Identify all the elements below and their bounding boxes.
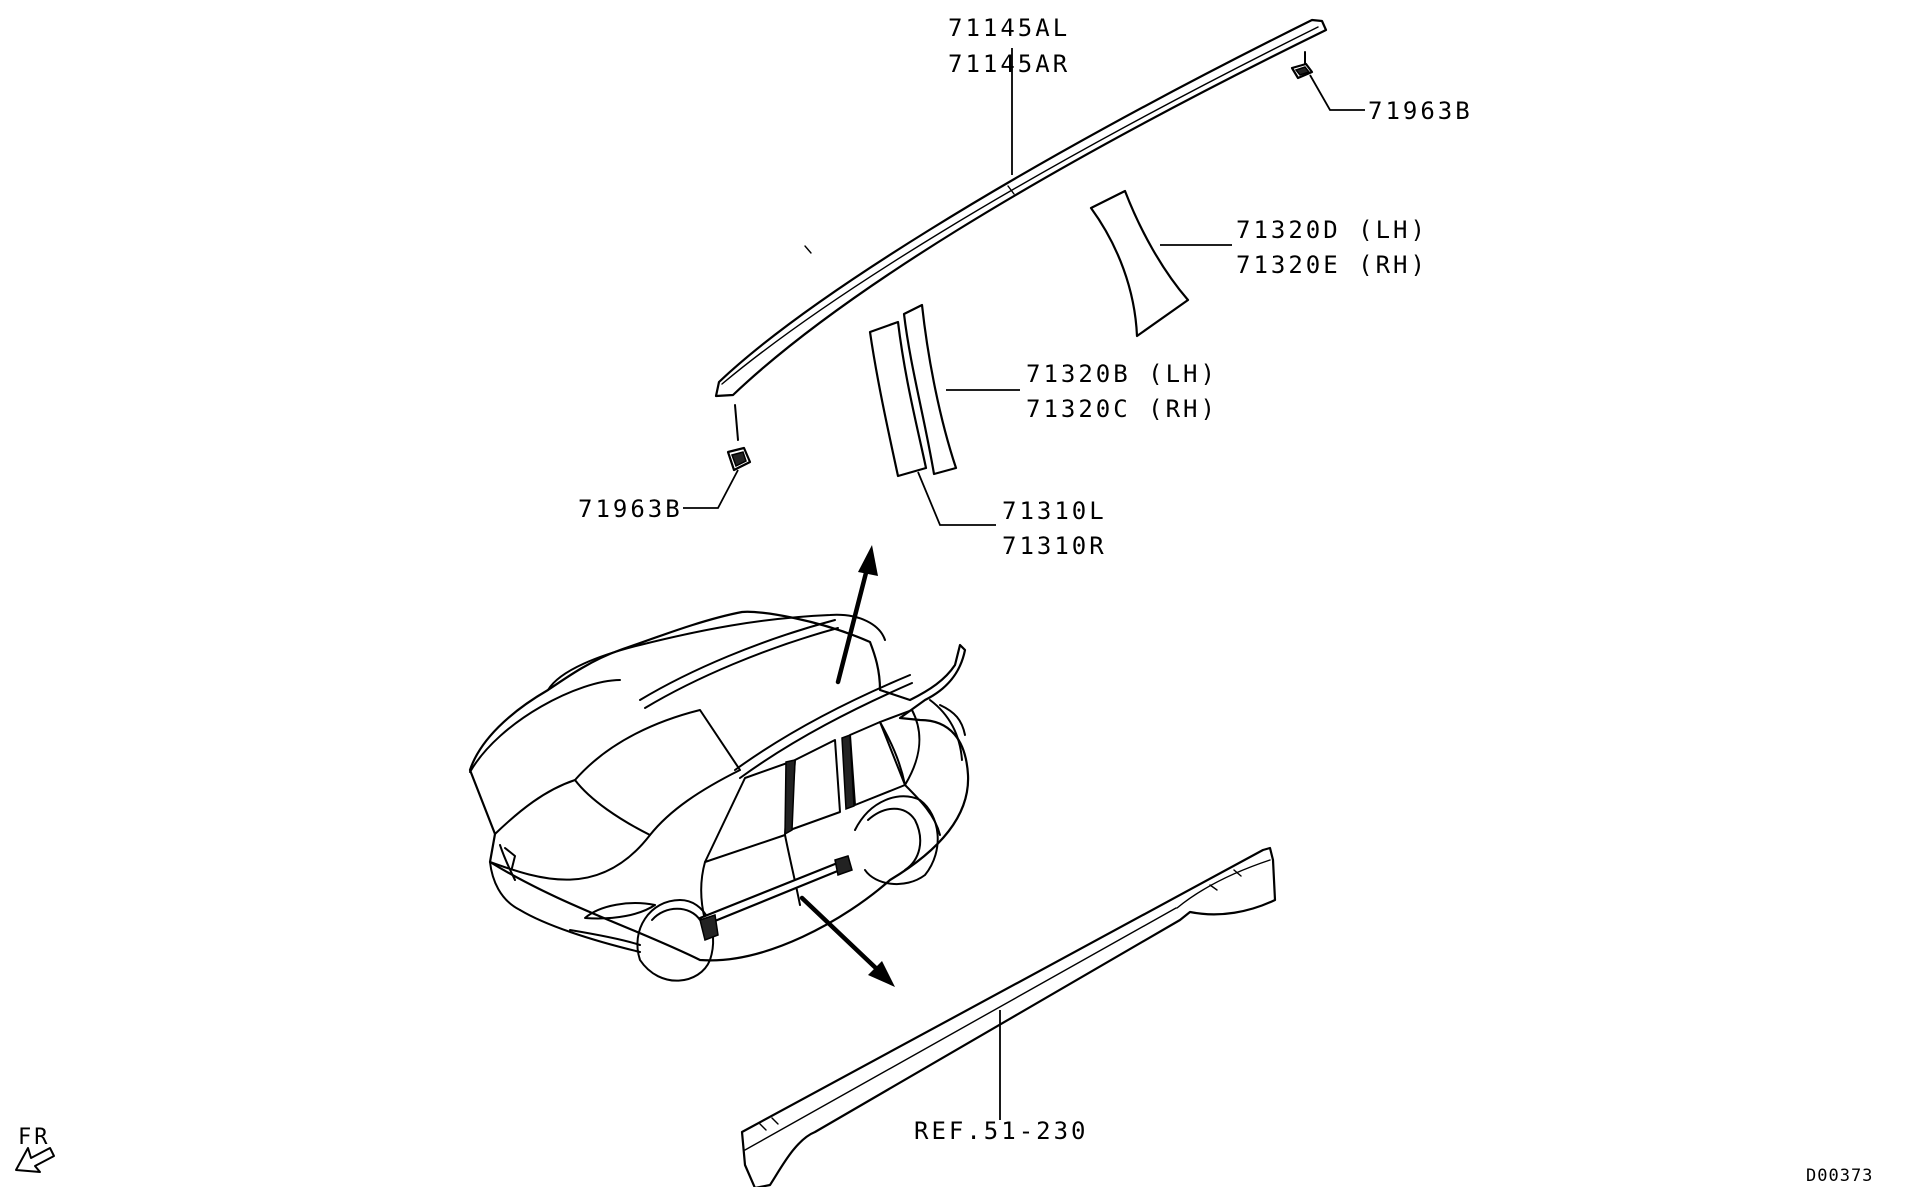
label-roof-rail-rh: 71145AR — [948, 50, 1070, 78]
b-pillar-garnish — [868, 303, 958, 478]
c-pillar-garnish — [1089, 189, 1190, 338]
front-clip — [726, 404, 752, 472]
label-pillar-r: 71310R — [1002, 532, 1107, 560]
label-side-sill-ref: REF.51-230 — [914, 1117, 1089, 1145]
label-b-pillar-rh: 71320C (RH) — [1026, 395, 1218, 423]
label-clip-rear: 71963B — [1368, 97, 1473, 125]
label-pillar-l: 71310L — [1002, 497, 1107, 525]
label-clip-front: 71963B — [578, 495, 683, 523]
front-direction-arrow-icon — [15, 1147, 55, 1173]
vehicle-outline — [468, 610, 970, 982]
label-b-pillar-lh: 71320B (LH) — [1026, 360, 1218, 388]
roof-rail — [714, 18, 1328, 398]
label-orientation: FR — [18, 1125, 51, 1150]
explode-arrow-up — [835, 545, 878, 685]
label-c-pillar-lh: 71320D (LH) — [1236, 216, 1428, 244]
rear-clip — [1290, 51, 1314, 80]
explode-arrow-down — [799, 895, 895, 987]
leader-lines — [683, 48, 1365, 1120]
diagram-code: D00373 — [1806, 1166, 1873, 1186]
side-sill-garnish — [740, 846, 1277, 1187]
label-roof-rail-lh: 71145AL — [948, 14, 1070, 42]
label-c-pillar-rh: 71320E (RH) — [1236, 251, 1428, 279]
